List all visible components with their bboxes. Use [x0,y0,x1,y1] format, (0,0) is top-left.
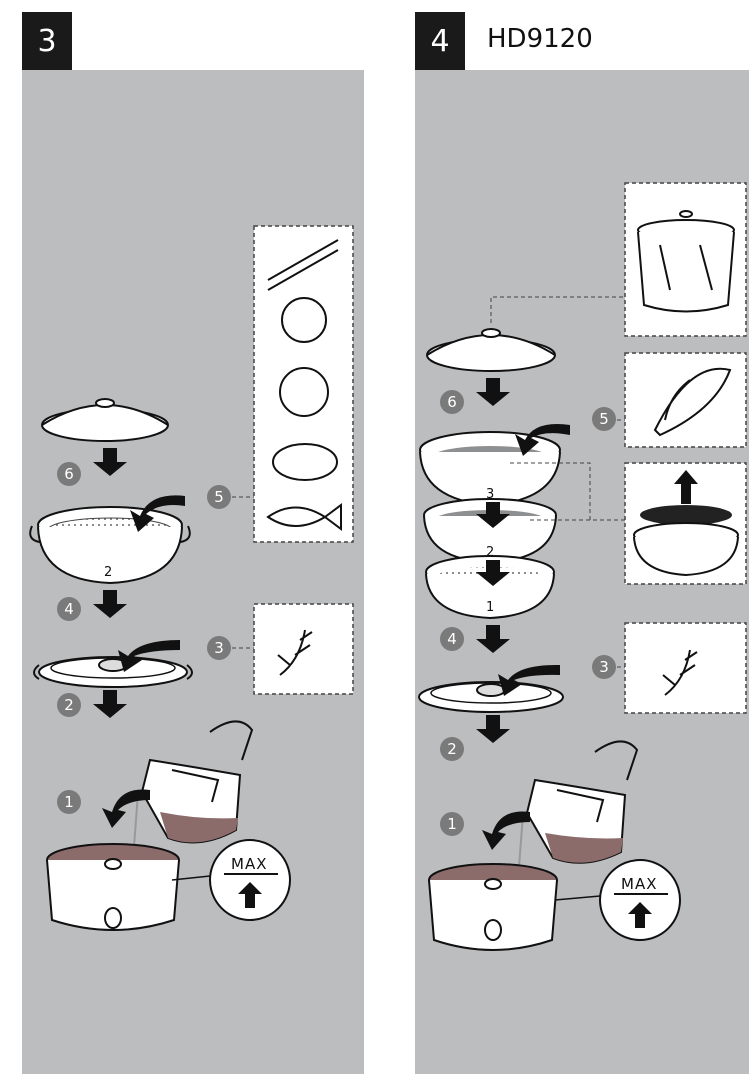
cauliflower-icon [280,368,328,416]
bowl-level-label: 2 [104,565,112,580]
curved-arrow-icon [102,789,150,828]
chicken-icon [273,444,337,480]
water-jug-icon [133,721,252,860]
bowl-level-label-1: 1 [486,600,494,615]
arrow-down-icon [93,690,127,718]
max-indicator [172,840,290,920]
arrow-down-icon [476,715,510,743]
max-indicator [555,860,680,940]
callout-3: 3 [592,655,616,679]
max-label: MAX [231,855,267,873]
callout-3: 3 [207,636,231,660]
callout-1: 1 [440,812,464,836]
steamer-stack-icon [638,211,734,312]
steamer-base-icon [429,864,557,950]
arrow-down-icon [476,625,510,653]
curved-arrow-icon [482,811,530,850]
panel-4-drawing [419,183,746,950]
callout-2: 2 [57,693,81,717]
drip-tray-icon [419,682,563,712]
callout-4: 4 [57,597,81,621]
callout-2: 2 [440,737,464,761]
arrow-down-icon [476,378,510,406]
drip-tray-icon [34,657,192,687]
callout-1: 1 [57,790,81,814]
steamer-base-icon [47,844,179,930]
callout-5: 5 [592,407,616,431]
bowl-level-label-3: 3 [486,487,494,502]
lid-icon [427,329,555,371]
arrow-down-icon [93,448,127,476]
callout-4: 4 [440,627,464,651]
callout-5: 5 [207,485,231,509]
panel-3-drawing [30,226,353,930]
water-jug-icon [518,741,637,880]
max-label: MAX [621,875,657,893]
arrow-down-icon [93,590,127,618]
callout-6: 6 [57,462,81,486]
broccoli-icon [282,298,326,342]
bowl-level-label-2: 2 [486,545,494,560]
lid-icon [42,399,168,441]
callout-6: 6 [440,390,464,414]
